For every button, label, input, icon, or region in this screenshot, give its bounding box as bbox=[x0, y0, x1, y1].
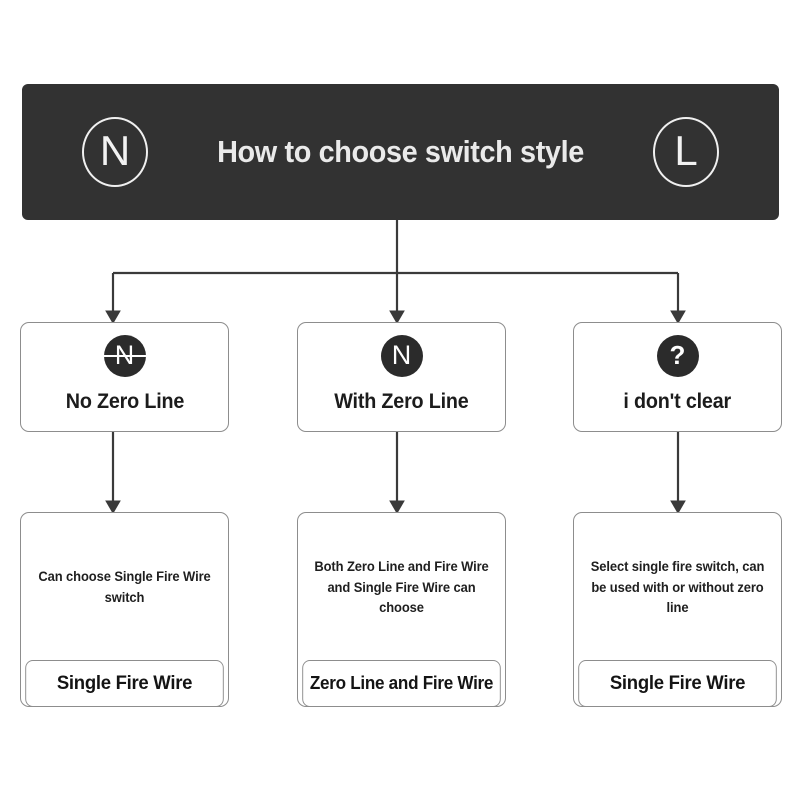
option-card-i-dont-clear[interactable]: ? i don't clear bbox=[573, 322, 782, 432]
circle-l-outline-icon: L bbox=[653, 117, 719, 187]
option-label: With Zero Line bbox=[334, 390, 469, 413]
badge-letter: N bbox=[115, 341, 135, 369]
result-card-i-dont-clear[interactable]: Select single fire switch, can be used w… bbox=[573, 512, 782, 707]
strike-line bbox=[96, 355, 153, 357]
result-description: Both Zero Line and Fire Wire and Single … bbox=[314, 558, 489, 616]
option-label: i don't clear bbox=[623, 390, 732, 413]
result-tag: Zero Line and Fire Wire bbox=[302, 660, 501, 707]
page-title: How to choose switch style bbox=[217, 134, 584, 169]
header-inner: N How to choose switch style L bbox=[22, 117, 779, 187]
circle-n-filled-icon: N bbox=[380, 335, 423, 377]
result-description: Can choose Single Fire Wire switch bbox=[38, 569, 211, 605]
badge-letter: N bbox=[391, 339, 412, 370]
result-card-with-zero-line[interactable]: Both Zero Line and Fire Wire and Single … bbox=[297, 512, 506, 707]
result-card-no-zero-line[interactable]: Can choose Single Fire Wire switch Singl… bbox=[20, 512, 229, 707]
option-card-no-zero-line[interactable]: N No Zero Line bbox=[20, 322, 229, 432]
result-description: Select single fire switch, can be used w… bbox=[590, 558, 765, 616]
circle-question-mark-icon: ? bbox=[656, 335, 699, 377]
circle-n-struck-through-icon: N bbox=[96, 335, 153, 377]
strike-line-inner bbox=[96, 355, 153, 357]
option-label: No Zero Line bbox=[65, 390, 184, 413]
option-card-with-zero-line[interactable]: N With Zero Line bbox=[297, 322, 506, 432]
result-tag: Single Fire Wire bbox=[578, 660, 777, 707]
header-banner: N How to choose switch style L bbox=[22, 84, 779, 220]
result-tag: Single Fire Wire bbox=[25, 660, 224, 707]
badge-letter: ? bbox=[669, 340, 686, 370]
circle-n-outline-icon: N bbox=[82, 117, 148, 187]
